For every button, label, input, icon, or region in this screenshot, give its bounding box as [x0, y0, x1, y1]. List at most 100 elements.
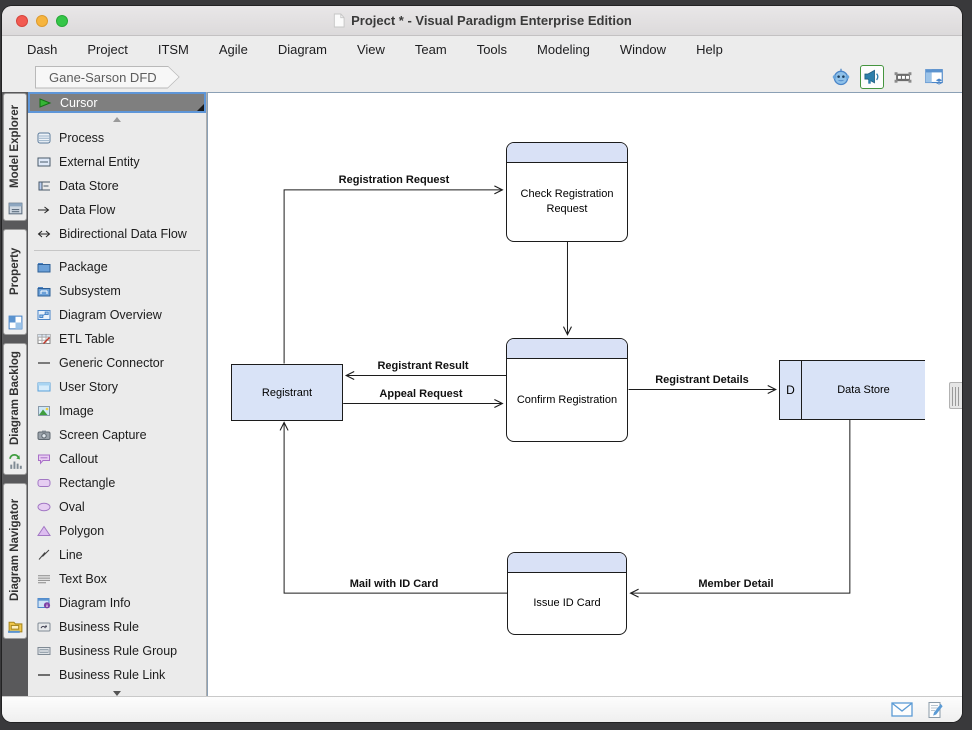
tab-property[interactable]: Property: [3, 229, 27, 335]
palette-tool-external-entity[interactable]: External Entity: [28, 150, 206, 174]
data-store-tag: D: [780, 361, 802, 419]
edge-label-registration-request[interactable]: Registration Request: [338, 174, 450, 186]
tab-diagram-backlog[interactable]: Diagram Backlog: [3, 343, 27, 475]
image-icon: [36, 405, 51, 418]
node-registrant[interactable]: Registrant: [231, 364, 343, 421]
edge-mail-with-id-card[interactable]: [279, 421, 508, 594]
tab-label: Model Explorer: [9, 104, 21, 188]
node-label: Issue ID Card: [533, 597, 601, 610]
palette-tool-diagram-info[interactable]: Diagram Info: [28, 591, 206, 615]
backlog-chart-icon: [9, 454, 22, 469]
menu-itsm[interactable]: ITSM: [157, 41, 189, 57]
user-story-icon: [36, 381, 51, 394]
edge-registration-request[interactable]: [283, 185, 504, 364]
edge-label-member-detail[interactable]: Member Detail: [698, 578, 774, 590]
palette-tool-label: Text Box: [59, 572, 107, 586]
palette-tool-data-flow[interactable]: Data Flow: [28, 198, 206, 222]
title-bar[interactable]: Project * - Visual Paradigm Enterprise E…: [2, 6, 962, 36]
process-header: [507, 143, 627, 163]
node-data-store[interactable]: D Data Store: [779, 360, 925, 420]
palette-tool-package[interactable]: Package: [28, 255, 206, 279]
palette-tool-polygon[interactable]: Polygon: [28, 519, 206, 543]
palette-tool-label: Bidirectional Data Flow: [59, 227, 187, 241]
menu-team[interactable]: Team: [414, 41, 447, 57]
oval-icon: [36, 501, 51, 514]
menu-agile[interactable]: Agile: [218, 41, 248, 57]
palette-tool-line[interactable]: Line: [28, 543, 206, 567]
screen-capture-icon: [36, 429, 51, 442]
tab-label: Property: [9, 247, 21, 295]
menu-window[interactable]: Window: [619, 41, 667, 57]
palette-tool-label: Callout: [59, 452, 98, 466]
palette-tool-label: Package: [59, 260, 108, 274]
menu-view[interactable]: View: [356, 41, 385, 57]
palette-tool-subsystem[interactable]: Subsystem: [28, 279, 206, 303]
tab-diagram-navigator[interactable]: Diagram Navigator: [3, 483, 27, 639]
palette-tool-screen-capture[interactable]: Screen Capture: [28, 423, 206, 447]
palette-scroll-up[interactable]: [28, 113, 206, 126]
selection-bounds-icon[interactable]: [891, 65, 915, 89]
palette-tool-image[interactable]: Image: [28, 399, 206, 423]
announcement-icon[interactable]: [860, 65, 884, 89]
edge-member-detail[interactable]: [629, 419, 851, 598]
palette-tool-data-store[interactable]: Data Store: [28, 174, 206, 198]
palette-tool-business-rule[interactable]: Business Rule: [28, 615, 206, 639]
palette-tool-label: Data Flow: [59, 203, 116, 217]
palette-tool-process[interactable]: Process: [28, 126, 206, 150]
callout-icon: [36, 453, 51, 466]
compose-note-icon[interactable]: [926, 701, 944, 719]
breadcrumb[interactable]: Gane-Sarson DFD: [35, 66, 180, 89]
menu-help[interactable]: Help: [696, 41, 723, 57]
breadcrumb-label: Gane-Sarson DFD: [49, 69, 157, 85]
zoom-button[interactable]: [56, 14, 68, 27]
edge-label-registrant-details[interactable]: Registrant Details: [655, 374, 749, 386]
menu-dash[interactable]: Dash: [27, 41, 58, 57]
menu-tools[interactable]: Tools: [476, 41, 508, 57]
palette-tool-business-rule-link[interactable]: Business Rule Link: [28, 663, 206, 687]
palette-tool-rectangle[interactable]: Rectangle: [28, 471, 206, 495]
palette-tool-bidirectional-data-flow[interactable]: Bidirectional Data Flow: [28, 222, 206, 246]
node-label: Data Store: [837, 384, 890, 396]
edge-label-mail-with-id-card[interactable]: Mail with ID Card: [349, 578, 439, 590]
palette-tool-callout[interactable]: Callout: [28, 447, 206, 471]
palette-tool-business-rule-group[interactable]: Business Rule Group: [28, 639, 206, 663]
menu-bar: Dash Project ITSM Agile Diagram View Tea…: [2, 36, 962, 62]
diagram-canvas[interactable]: Check Registration Request Confirm Regis…: [207, 92, 962, 696]
edge-label-registrant-result[interactable]: Registrant Result: [377, 360, 469, 372]
side-tab-rail: Model Explorer Property Diagram Backlog …: [2, 92, 28, 696]
palette-tool-label: Polygon: [59, 524, 105, 538]
palette-tool-generic-connector[interactable]: Generic Connector: [28, 351, 206, 375]
palette-tool-cursor[interactable]: Cursor: [28, 92, 206, 113]
close-button[interactable]: [16, 14, 28, 27]
palette-tool-user-story[interactable]: User Story: [28, 375, 206, 399]
node-check-registration-request[interactable]: Check Registration Request: [506, 142, 628, 242]
generic-connector-icon: [36, 357, 51, 370]
message-envelope-icon[interactable]: [891, 701, 913, 718]
node-issue-id-card[interactable]: Issue ID Card: [507, 552, 627, 635]
menu-diagram[interactable]: Diagram: [277, 41, 327, 57]
edge-label-appeal-request[interactable]: Appeal Request: [379, 388, 463, 400]
node-label: Confirm Registration: [516, 393, 618, 406]
panel-splitter-grip[interactable]: [949, 382, 962, 409]
palette-scroll-down[interactable]: [28, 687, 206, 696]
menu-project[interactable]: Project: [87, 41, 128, 57]
menu-modeling[interactable]: Modeling: [537, 41, 590, 57]
package-icon: [36, 261, 51, 274]
palette-tool-text-box[interactable]: Text Box: [28, 567, 206, 591]
minimize-button[interactable]: [36, 14, 48, 27]
tab-label: Diagram Backlog: [9, 351, 21, 445]
bidirectional-data-flow-icon: [36, 228, 51, 241]
navigator-folder-icon: [8, 621, 23, 633]
palette-tool-label: Cursor: [60, 95, 98, 110]
tab-model-explorer[interactable]: Model Explorer: [3, 93, 27, 221]
node-label: Registrant: [261, 386, 313, 399]
layout-panel-icon[interactable]: [922, 65, 946, 89]
node-confirm-registration[interactable]: Confirm Registration: [506, 338, 628, 442]
assistant-robot-icon[interactable]: [829, 65, 853, 89]
text-box-icon: [36, 573, 51, 586]
palette-tool-diagram-overview[interactable]: Diagram Overview: [28, 303, 206, 327]
palette-tool-label: User Story: [59, 380, 119, 394]
window-title: Project * - Visual Paradigm Enterprise E…: [351, 13, 632, 28]
palette-tool-etl-table[interactable]: ETL Table: [28, 327, 206, 351]
palette-tool-oval[interactable]: Oval: [28, 495, 206, 519]
